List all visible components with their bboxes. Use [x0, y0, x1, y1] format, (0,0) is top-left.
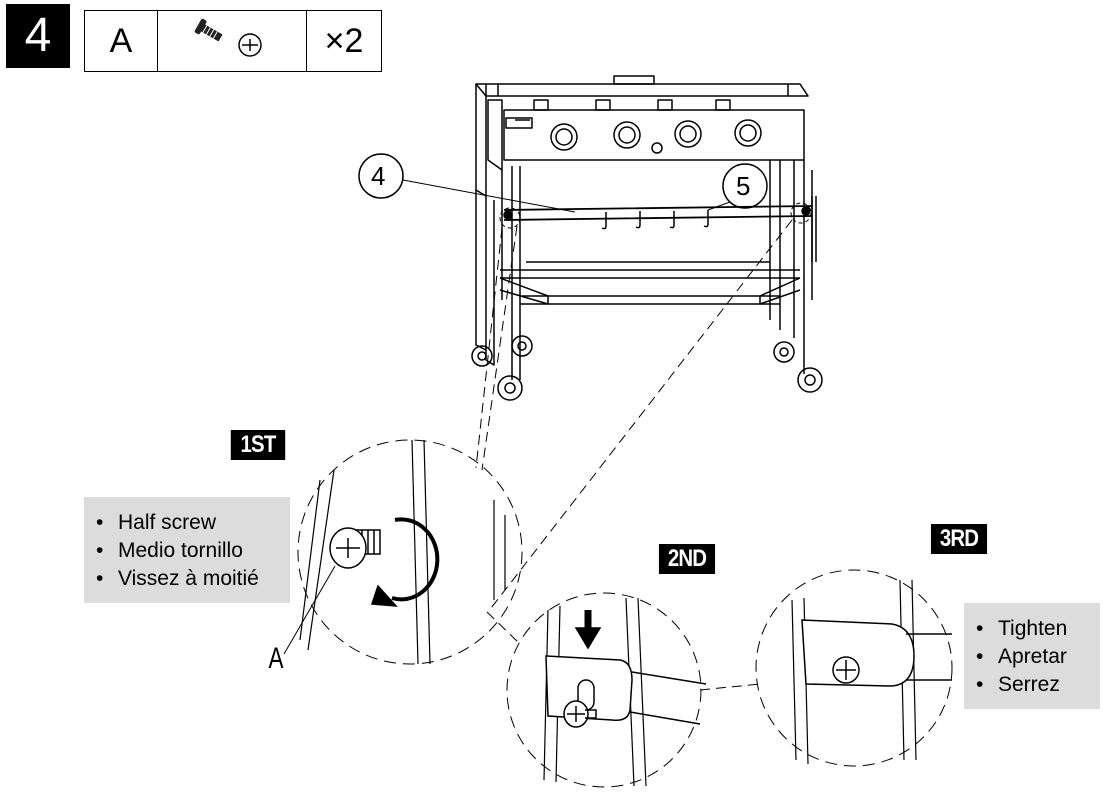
detail-tag-third: 3RD	[930, 524, 988, 554]
note-third-es: Apretar	[976, 643, 1090, 671]
detail-third	[755, 569, 953, 767]
part-letter: A	[85, 11, 158, 71]
detail-first	[283, 439, 523, 665]
callout-bar-number: 4	[371, 161, 386, 191]
parts-table: A ×2	[84, 10, 382, 72]
detail-tag-second: 2ND	[658, 544, 716, 574]
screw-icon	[194, 18, 262, 57]
note-first-fr: Vissez à moitié	[96, 565, 280, 593]
detail-second	[486, 592, 761, 788]
note-first-es: Medio tornillo	[96, 537, 280, 565]
part-quantity: ×2	[324, 21, 364, 60]
screw-head-icon	[238, 33, 262, 57]
note-third-en: Tighten	[976, 615, 1090, 643]
part-icon-cell	[158, 11, 307, 71]
note-first-en: Half screw	[96, 509, 280, 537]
part-a-label: A	[268, 642, 284, 675]
note-half-screw: Half screw Medio tornillo Vissez à moiti…	[84, 497, 290, 603]
callout-hooks-number: 5	[736, 171, 751, 201]
step-number: 4	[6, 4, 70, 68]
note-third-fr: Serrez	[976, 671, 1090, 699]
detail-tag-first: 1ST	[230, 430, 286, 460]
note-tighten: Tighten Apretar Serrez	[964, 603, 1100, 709]
